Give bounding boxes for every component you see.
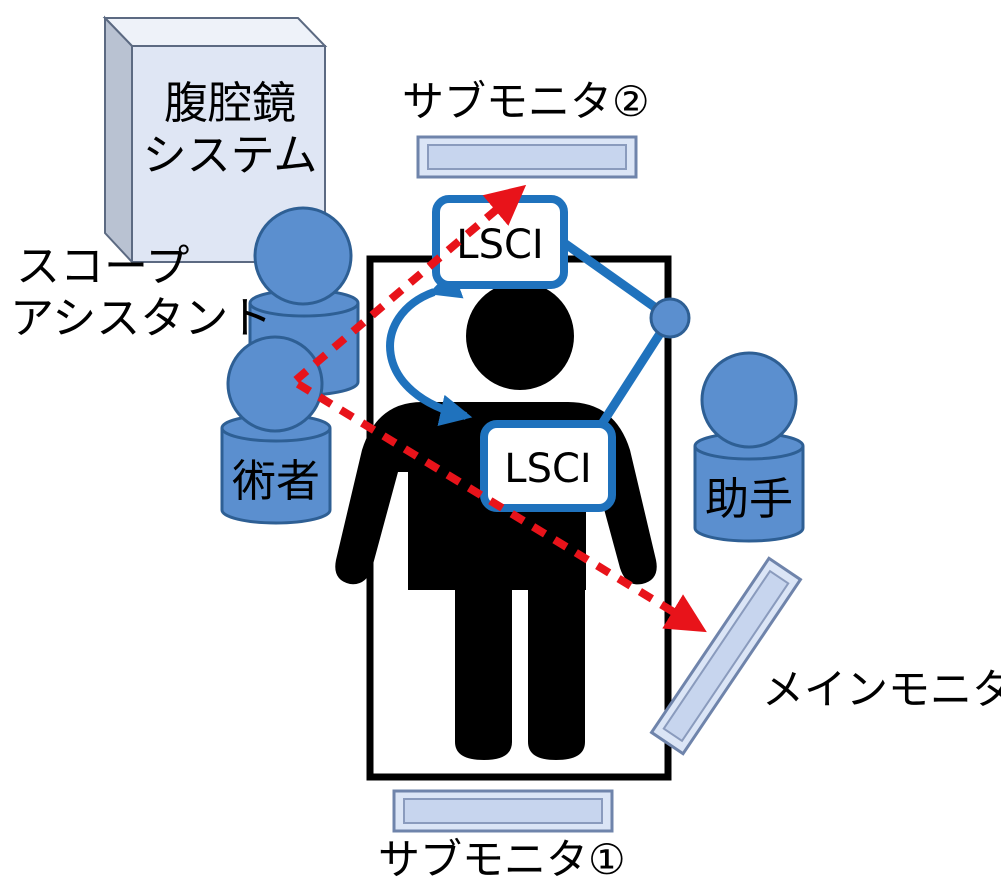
patient-head (466, 282, 574, 390)
main-monitor-screen (662, 569, 790, 743)
surgeon-label: 術者 (232, 456, 320, 507)
lines-of-sight (293, 184, 707, 633)
lsci-move-arrow-curve (386, 268, 473, 427)
lsci-move-arrow (386, 268, 473, 427)
assistant-label: 助手 (705, 474, 793, 525)
laparoscope-system-label-line2: システム (143, 130, 318, 181)
sub-monitor-2-screen (427, 144, 627, 170)
sub-monitor-2 (416, 135, 638, 179)
sub-monitor-1-label: サブモニタ① (378, 835, 626, 884)
scope-assistant-label-line2: アシスタント (10, 293, 273, 344)
lsci-box-top: LSCI (432, 195, 568, 289)
lsci-arm-lower-link (594, 315, 674, 433)
scope-assistant-label-line1: スコープ (16, 241, 190, 292)
line-of-sight-to-sub-monitor-2 (293, 184, 527, 384)
surgeon-body (220, 428, 332, 525)
assistant-figure (693, 351, 805, 543)
cabinet-side-face (104, 15, 133, 265)
surgeon-figure (220, 335, 332, 525)
surgeon-head (226, 335, 324, 433)
lsci-box-bottom: LSCI (480, 420, 616, 512)
patient-left-leg (455, 588, 512, 760)
lsci-box-bottom-label: LSCI (504, 446, 591, 492)
sub-monitor-1-screen (403, 798, 603, 824)
line-of-sight-to-main-monitor (295, 380, 707, 633)
main-monitor-label: メインモニタ (762, 665, 1001, 714)
patient-figure (335, 282, 657, 760)
cabinet-top-face (102, 17, 328, 47)
lsci-arm (557, 236, 691, 433)
scope-assistant-head (253, 206, 353, 306)
assistant-body (693, 446, 805, 543)
lsci-arm-joint (649, 297, 691, 339)
assistant-head (700, 351, 798, 449)
sub-monitor-2-label: サブモニタ② (402, 77, 650, 126)
sub-monitor-1 (392, 789, 614, 833)
lsci-arm-upper-link (557, 236, 673, 322)
lsci-box-bottom-frame (480, 420, 616, 512)
main-monitor (649, 556, 803, 756)
patient-right-leg (528, 588, 585, 760)
laparoscope-system-label-line1: 腹腔鏡 (164, 78, 296, 129)
laparoscope-system-cabinet (102, 15, 328, 265)
